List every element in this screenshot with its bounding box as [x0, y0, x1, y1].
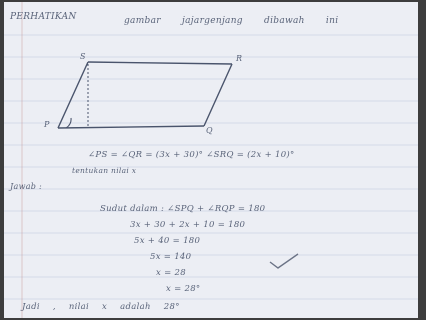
label-P: P: [44, 120, 50, 129]
side-QP: [57, 125, 205, 129]
angle-arc-P: [65, 117, 72, 129]
heading-rest: gambar jajargenjang dibawah ini: [124, 16, 339, 26]
label-Q: Q: [206, 126, 213, 135]
answer-label: Jawab :: [10, 182, 43, 191]
step-2: 3x + 30 + 2x + 10 = 180: [130, 220, 246, 230]
rule-lines: [4, 34, 418, 300]
given-angles: ∠PS = ∠QR = (3x + 30)° ∠SRQ = (2x + 10)°: [88, 150, 295, 160]
step-4: 5x = 140: [150, 252, 192, 262]
side-RQ: [203, 63, 233, 127]
step-6: x = 28°: [166, 284, 201, 294]
step-1: Sudut dalam : ∠SPQ + ∠RQP = 180: [100, 204, 266, 214]
paper-sheet: [4, 2, 418, 318]
check-mark: [269, 253, 299, 269]
heading-left: PERHATIKAN: [10, 12, 77, 22]
label-S: S: [80, 52, 86, 61]
step-5: x = 28: [156, 268, 186, 278]
side-PS: [57, 61, 89, 129]
conclusion: Jadi , nilai x adalah 28°: [22, 302, 180, 312]
side-SR: [87, 61, 233, 65]
parallelogram-figure: [57, 61, 233, 129]
step-3: 5x + 40 = 180: [134, 236, 201, 246]
question-line: tentukan nilai x: [72, 166, 137, 175]
label-R: R: [236, 54, 243, 63]
